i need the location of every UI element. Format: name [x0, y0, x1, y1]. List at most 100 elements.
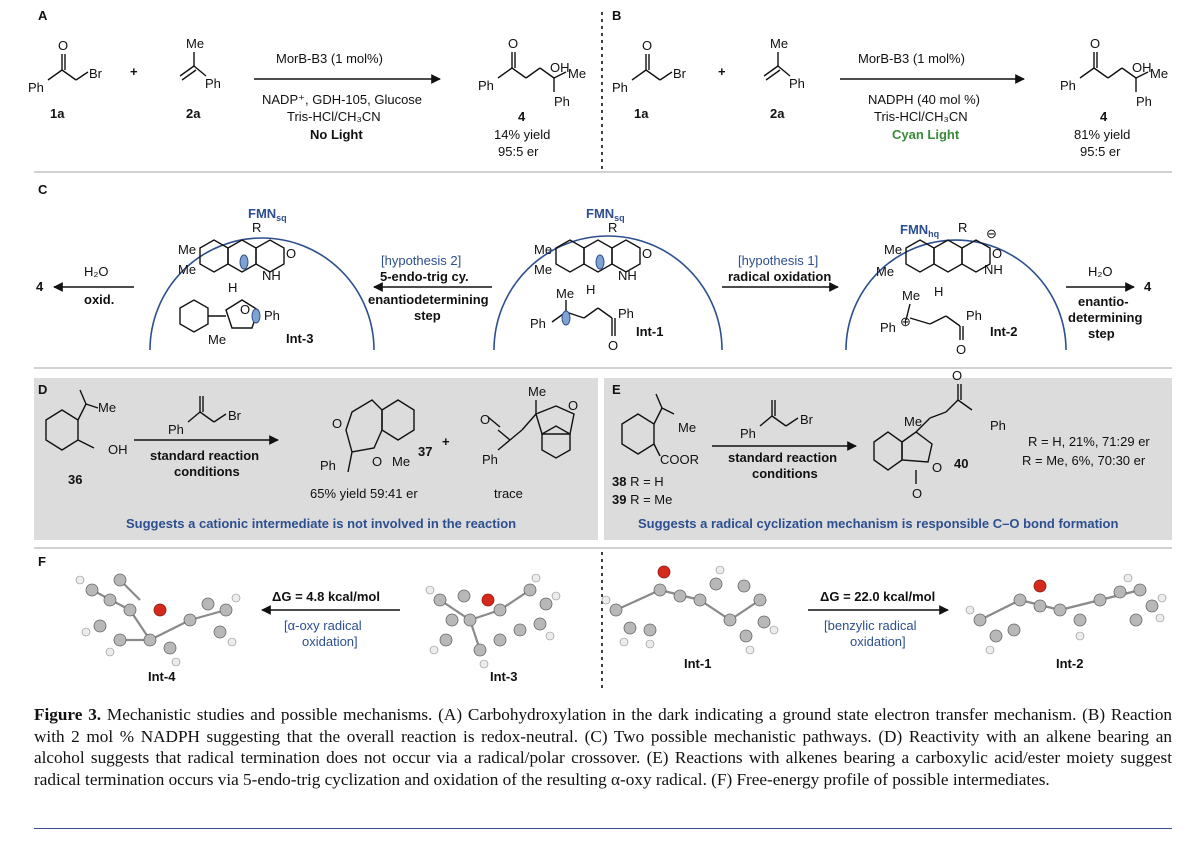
- result-r-me: R = Me, 6%, 70:30 er: [1022, 453, 1146, 468]
- conditions-line-2: conditions: [174, 464, 240, 479]
- delta-g-1-note-2: oxidation]: [302, 634, 358, 649]
- phenyl-label: Ph: [28, 80, 44, 95]
- trace-text: trace: [494, 486, 523, 501]
- oxygen-label: O: [642, 38, 652, 53]
- fmn-sq-label: FMNsq: [586, 206, 625, 223]
- methyl-label: Me: [98, 400, 116, 415]
- reagent-text: MorB-B3 (1 mol%): [276, 51, 383, 66]
- panel-d: D Me OH 36 Ph Br standard reaction condi…: [34, 378, 598, 540]
- delta-g-2-note-2: oxidation]: [850, 634, 906, 649]
- panel-a-letter: A: [38, 8, 48, 23]
- phenyl-label: Ph: [1060, 78, 1076, 93]
- figure-caption: Figure 3. Mechanistic studies and possib…: [34, 704, 1172, 790]
- int-1-label: Int-1: [636, 324, 663, 339]
- phenyl-label: Ph: [478, 78, 494, 93]
- h-label: H: [586, 282, 595, 297]
- hypothesis-2-step: 5-endo-trig cy.: [380, 269, 469, 284]
- delta-g-2-note-1: [benzylic radical: [824, 618, 917, 633]
- methyl-label: Me: [534, 242, 552, 257]
- int-2-label: Int-2: [1056, 656, 1083, 671]
- methyl-label: Me: [770, 36, 788, 51]
- panel-b-letter: B: [612, 8, 621, 23]
- methyl-label: Me: [904, 414, 922, 429]
- methyl-label: Me: [208, 332, 226, 347]
- r-group-label: R: [958, 220, 967, 235]
- caption-title: Figure 3.: [34, 705, 102, 724]
- reagent-text: MorB-B3 (1 mol%): [858, 51, 965, 66]
- bromo-label: Br: [800, 412, 814, 427]
- int-2-label: Int-2: [990, 324, 1017, 339]
- oxygen-label: O: [480, 412, 490, 427]
- int-4-model: [75, 573, 241, 667]
- panel-c: C 4 H₂O oxid. FMNsq Me Me R O NH H O Ph …: [36, 182, 1152, 357]
- panel-d-conclusion: Suggests a cationic intermediate is not …: [126, 516, 516, 531]
- compound-1a-structure: O Ph Br: [612, 38, 687, 95]
- flavin-structure: Me Me R ⊖ O NH H: [876, 220, 1003, 299]
- methyl-label: Me: [178, 262, 196, 277]
- er-text: 95:5 er: [498, 144, 539, 159]
- phenyl-label: Ph: [880, 320, 896, 335]
- methyl-label: Me: [884, 242, 902, 257]
- conditions-line-2: Tris-HCl/CH₃CN: [874, 109, 968, 124]
- conditions-line-3: No Light: [310, 127, 363, 142]
- phenyl-label: Ph: [618, 306, 634, 321]
- plus-sign: +: [130, 64, 138, 79]
- cation-charge: ⊕: [900, 314, 911, 329]
- compound-40-structure: Me O Ph O O: [873, 368, 1006, 501]
- hydroxyl-label: OH: [1132, 60, 1152, 75]
- methyl-label: Me: [556, 286, 574, 301]
- nh-label: NH: [618, 268, 637, 283]
- product-4-structure: O Ph OH Me Ph: [478, 36, 586, 109]
- bromo-label: Br: [89, 66, 103, 81]
- delta-g-1: ΔG = 4.8 kcal/mol: [272, 589, 380, 604]
- r-group-label: R: [252, 220, 261, 235]
- hypothesis-1-label: [hypothesis 1]: [738, 253, 818, 268]
- panel-e-conclusion: Suggests a radical cyclization mechanism…: [638, 516, 1118, 531]
- enzyme-pocket-arc: [493, 235, 723, 351]
- int-3-substrate: O Ph Me: [179, 299, 280, 347]
- radical-orbital: [251, 308, 261, 324]
- yield-text: 14% yield: [494, 127, 550, 142]
- oxygen-label: O: [240, 302, 250, 317]
- oxidation-label: oxid.: [84, 292, 114, 307]
- radical-orbital: [239, 254, 249, 270]
- caption-text: Mechanistic studies and possible mechani…: [34, 705, 1173, 789]
- oxygen-label: O: [912, 486, 922, 501]
- oxygen-label: O: [372, 454, 382, 469]
- int-2-substrate: Me Ph ⊕ Ph O: [880, 288, 982, 357]
- h-label: H: [228, 280, 237, 295]
- compound-38-39-structure: Me COOR: [621, 393, 699, 467]
- oxygen-label: O: [332, 416, 342, 431]
- panel-d-background: [34, 378, 598, 540]
- step-label: step: [1088, 326, 1115, 341]
- conditions-line-1: NADP⁺, GDH-105, Glucose: [262, 92, 422, 107]
- methyl-label: Me: [528, 384, 546, 399]
- fmn-sq-label: FMNsq: [248, 206, 287, 223]
- compound-40-label: 40: [954, 456, 968, 471]
- methyl-label: Me: [186, 36, 204, 51]
- conditions-line-1: standard reaction: [150, 448, 259, 463]
- panel-c-letter: C: [38, 182, 48, 197]
- h-label: H: [934, 284, 943, 299]
- bromo-label: Br: [673, 66, 687, 81]
- water-label: H₂O: [84, 264, 109, 279]
- determining-label: determining: [1068, 310, 1142, 325]
- compound-1a-label: 1a: [50, 106, 65, 121]
- int-3-label: Int-3: [490, 669, 517, 684]
- delta-g-2: ΔG = 22.0 kcal/mol: [820, 589, 935, 604]
- phenyl-label: Ph: [482, 452, 498, 467]
- step-label: step: [414, 308, 441, 323]
- panel-a: A O Ph Br 1a + Me Ph 2a MorB-B3 (1 mol%)…: [28, 8, 586, 159]
- panel-b: B O Ph Br 1a + Me Ph 2a MorB-B3 (1 mol%)…: [612, 8, 1168, 159]
- compound-37-label: 37: [418, 444, 432, 459]
- trace-product-structure: Ph O Me O: [480, 384, 578, 467]
- methyl-label: Me: [1150, 66, 1168, 81]
- compound-2a-structure: Me Ph: [763, 36, 805, 91]
- methyl-label: Me: [534, 262, 552, 277]
- yield-er-text: 65% yield 59:41 er: [310, 486, 418, 501]
- nh-label: NH: [262, 268, 281, 283]
- fmn-hq-label: FMNhq: [900, 222, 939, 239]
- bottom-rule: [34, 828, 1172, 829]
- oxygen-label: O: [58, 38, 68, 53]
